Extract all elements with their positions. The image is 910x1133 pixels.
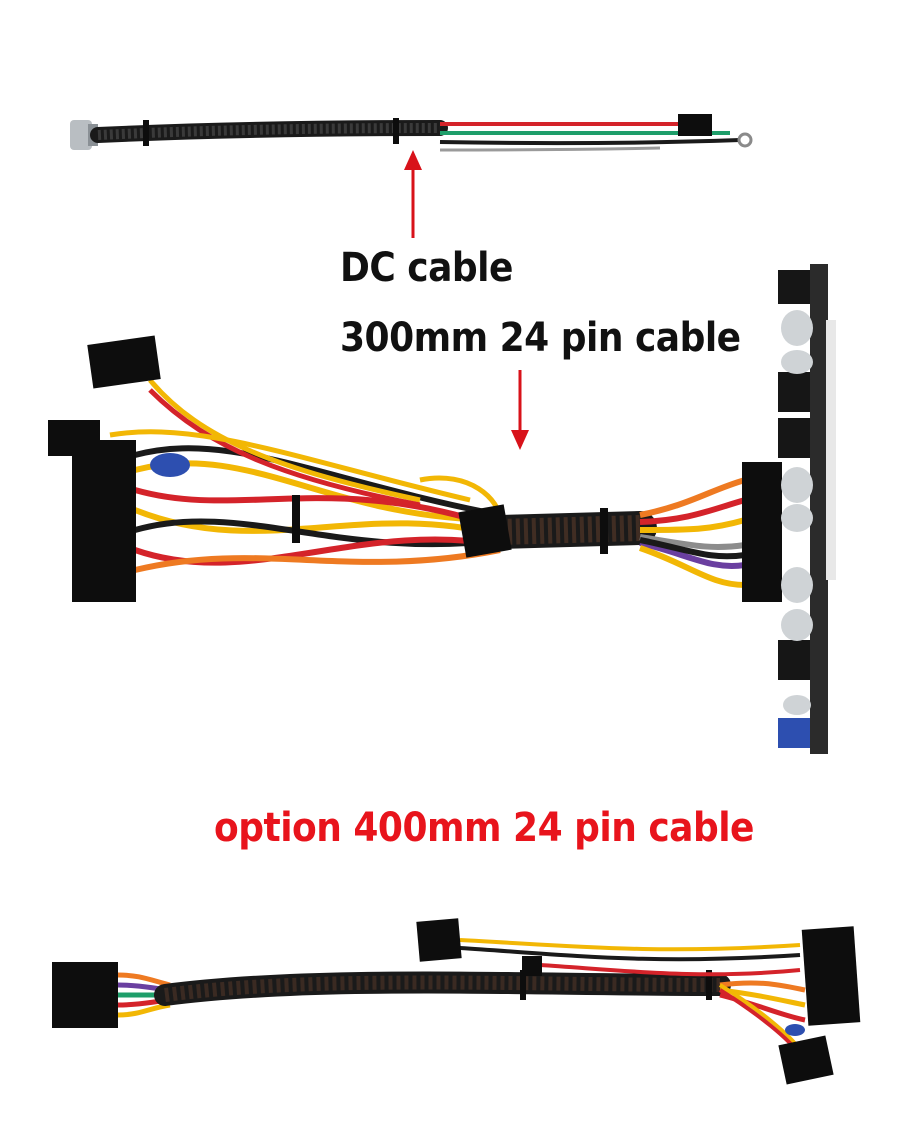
connector-8pin [778, 1035, 834, 1085]
pcb-component [778, 270, 810, 304]
connector-sata [87, 335, 161, 389]
connector-4pin [48, 420, 100, 456]
pcb-board [810, 264, 828, 754]
arrow-to-dc-cable [404, 150, 422, 238]
cable-400mm [52, 918, 861, 1085]
connector-24pin-left [72, 440, 136, 602]
dc-wire-gray [439, 146, 661, 152]
cable-tie [600, 508, 608, 554]
blue-inductor [778, 718, 810, 748]
capacitor [781, 350, 813, 374]
capacitor [781, 467, 813, 503]
cable-300mm-label: 300mm 24 pin cable [340, 315, 741, 361]
ferrite-core [785, 1024, 805, 1036]
connector-8pin [458, 504, 512, 558]
capacitor [781, 310, 813, 346]
pcb-component [778, 418, 810, 458]
dc-cable [70, 114, 753, 152]
connector-sata [416, 918, 462, 962]
dc-jack-connector [70, 120, 92, 150]
cable-tie [292, 495, 300, 543]
dc-cable-tie-1 [143, 120, 149, 146]
cable-300mm [48, 264, 836, 754]
arrow-to-24pin-cable [511, 370, 529, 450]
cable-tie [520, 970, 526, 1000]
dc-wire-black [439, 138, 741, 146]
dc-cable-tie-2 [393, 118, 399, 144]
connector-24pin-right [742, 462, 782, 602]
pcb-heatsink [826, 320, 836, 580]
pcb-component [778, 372, 810, 412]
connector-4pin [522, 956, 542, 976]
cable-tie [706, 970, 712, 1000]
capacitor [781, 609, 813, 641]
capacitor [781, 504, 813, 532]
capacitor [781, 567, 813, 603]
dc-ring-terminal [737, 132, 753, 148]
dc-cable-label: DC cable [340, 245, 513, 291]
pcb-component [778, 640, 810, 680]
capacitor [783, 695, 811, 715]
dc-small-connector [678, 114, 712, 136]
dc-braided-sleeve [90, 120, 448, 143]
connector-24pin-right [801, 926, 861, 1026]
option-400mm-label: option 400mm 24 pin cable [214, 805, 754, 851]
ferrite-core [150, 453, 190, 477]
braided-sleeve-300 [483, 511, 657, 549]
connector-24pin-left [52, 962, 118, 1028]
